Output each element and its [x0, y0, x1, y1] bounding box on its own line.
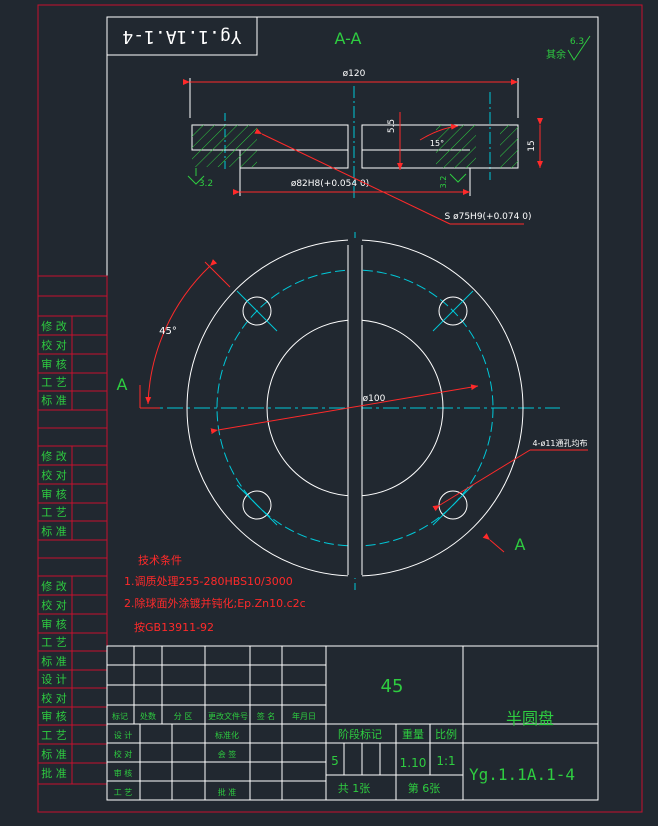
drawing-number: Yg.1.1A.1-4 [469, 765, 575, 784]
label-design: 设 计 [114, 730, 133, 740]
side-table-1: 修 改 校 对 审 核 工 艺 标 准 [37, 275, 108, 411]
label-std: 标准化 [215, 730, 239, 740]
label-process: 工 艺 [114, 788, 133, 797]
side-label: 校 对 [41, 598, 67, 612]
roughness-main-value: 6.3 [570, 37, 584, 47]
stage-label: 阶段标记 [338, 727, 382, 741]
bolt-hole-nw [236, 290, 278, 332]
weight-label: 重量 [402, 727, 424, 741]
dim-pcd: ø100 [363, 394, 386, 404]
side-label: 修 改 [41, 449, 67, 463]
side-label: 工 艺 [41, 729, 67, 742]
side-label: 审 核 [41, 617, 67, 631]
plan-view: 45° A A ø100 4-ø11通孔均布 [117, 232, 588, 590]
tech-line-2: 2.除球面外涂镀并钝化;Ep.Zn10.c2c [124, 596, 306, 610]
side-table-3: 修 改 校 对 审 核 工 艺 标 准 设 计 校 对 审 核 工 艺 标 准 … [37, 539, 108, 785]
material: 45 [381, 676, 404, 697]
side-label: 审 核 [41, 487, 67, 501]
side-label: 标 准 [41, 654, 67, 668]
roughness-a: 3.2 [199, 179, 213, 189]
side-label: 标 准 [41, 524, 67, 538]
scale-value: 1:1 [436, 754, 455, 768]
roughness-b: 3.2 [439, 176, 448, 189]
hdr-mark: 标记 [112, 711, 128, 721]
side-label: 审 核 [41, 357, 67, 371]
hdr-sign: 签 名 [257, 711, 276, 721]
title-block: 标记 处数 分 区 更改文件号 签 名 年月日 设 计 校 对 审 核 工 艺 … [106, 645, 599, 801]
stamp-code: Yg.1.1A.1-4 [122, 26, 241, 47]
hdr-zone: 分 区 [174, 712, 193, 721]
label-check: 校 对 [114, 749, 133, 759]
section-label: A-A [335, 29, 362, 48]
sheets-total: 共 1张 [338, 782, 371, 795]
dim-bore: ø82H8(+0.054 0) [291, 179, 369, 189]
view-a-left: A [117, 375, 128, 394]
side-label: 标 准 [41, 393, 67, 407]
hdr-date: 年月日 [292, 711, 316, 721]
sheet-no: 第 6张 [408, 781, 441, 795]
hdr-doc: 更改文件号 [208, 711, 248, 721]
part-name: 半圆盘 [506, 709, 554, 728]
hole-note: 4-ø11通孔均布 [532, 438, 587, 448]
weight-value: 1.10 [400, 756, 427, 770]
side-label: 工 艺 [41, 506, 67, 519]
view-a-right: A [515, 535, 526, 554]
side-label: 设 计 [41, 673, 67, 686]
code-stamp: Yg.1.1A.1-4 [106, 16, 258, 56]
side-label: 批 准 [41, 766, 67, 780]
dim-thick: 15 [527, 140, 537, 151]
label-review: 审 核 [114, 768, 133, 778]
side-label: 校 对 [41, 338, 67, 352]
dim-step: 5.5 [387, 119, 397, 133]
side-label: 工 艺 [41, 636, 67, 649]
label-countersign: 会 签 [218, 749, 237, 759]
bolt-hole-se [432, 484, 474, 526]
side-table-2: 修 改 校 对 审 核 工 艺 标 准 [37, 409, 108, 541]
dim-angle: 15° [430, 139, 444, 148]
side-label: 校 对 [41, 468, 67, 482]
roughness-symbol-main: 其余 6.3 [546, 35, 591, 61]
label-approve: 批 准 [218, 787, 237, 797]
side-label: 工 艺 [41, 376, 67, 389]
side-label: 标 准 [41, 747, 67, 761]
tech-title: 技术条件 [138, 553, 182, 567]
angle-dim: 45° [159, 326, 177, 337]
bolt-hole-ne [432, 290, 474, 332]
dim-overall: ø120 [343, 69, 366, 79]
bolt-hole-sw [236, 484, 278, 526]
side-label: 校 对 [41, 691, 67, 705]
surface-note: 其余 [546, 48, 566, 61]
tech-line-3: 按GB13911-92 [134, 620, 214, 634]
tech-line-1: 1.调质处理255-280HBS10/3000 [124, 575, 293, 588]
scale-label: 比例 [435, 727, 457, 741]
hdr-count: 处数 [140, 711, 156, 721]
stage-value: 5 [331, 754, 339, 768]
side-label: 修 改 [41, 319, 67, 333]
dim-sphere: S ø75H9(+0.074 0) [445, 212, 532, 222]
side-label: 审 核 [41, 709, 67, 723]
section-view: A-A 其余 6.3 ø120 5.5 15 15° [183, 29, 591, 225]
tech-requirements: 技术条件 1.调质处理255-280HBS10/3000 2.除球面外涂镀并钝化… [124, 553, 306, 634]
side-label: 修 改 [41, 579, 67, 593]
